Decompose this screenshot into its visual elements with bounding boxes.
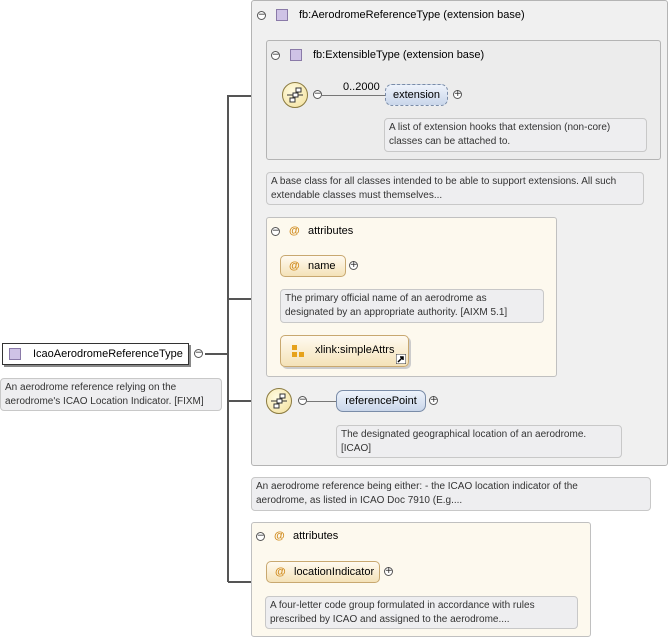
name-attribute-label: name	[308, 260, 336, 272]
connector-to-reference-seq	[228, 400, 266, 402]
name-doc-line-1: The primary official name of an aerodrom…	[285, 293, 487, 304]
complex-type-icon	[9, 348, 21, 360]
root-type-box[interactable]: IcaoAerodromeReferenceType	[2, 343, 189, 365]
connector-to-attributes-outer	[228, 581, 266, 583]
reference-point-label: referencePoint	[345, 395, 417, 407]
extension-element-label: extension	[392, 89, 441, 101]
attribute-icon: @	[289, 225, 300, 237]
connector-root-to-spine	[205, 353, 228, 355]
outer-doc-line-2: aerodrome, as listed in ICAO Doc 7910 (E…	[256, 495, 463, 506]
name-attribute-expand-icon[interactable]: +	[349, 260, 358, 270]
location-doc-line-2: prescribed by ICAO and assigned to the a…	[270, 614, 510, 625]
simple-attrs-label: xlink:simpleAttrs	[315, 344, 395, 356]
attribute-group-icon	[292, 345, 304, 357]
name-attribute[interactable]: @ name	[280, 255, 346, 277]
complex-type-icon	[276, 9, 288, 21]
reference-seq-collapse-icon[interactable]: −	[298, 395, 307, 405]
attribute-icon: @	[275, 566, 286, 578]
location-doc-line-1: A four-letter code group formulated in a…	[270, 600, 535, 611]
connector-seq-to-extension	[322, 95, 386, 96]
root-collapse-icon[interactable]: −	[194, 348, 203, 358]
attribute-icon: @	[274, 530, 285, 542]
location-indicator-expand-icon[interactable]: +	[384, 566, 393, 576]
root-doc-line-2: aerodrome's ICAO Location Indicator. [FI…	[5, 396, 204, 407]
outer-type-label: fb:AerodromeReferenceType (extension bas…	[299, 9, 525, 21]
extensible-type-label: fb:ExtensibleType (extension base)	[313, 49, 485, 61]
outer-type-doc: An aerodrome reference being either: - t…	[251, 477, 651, 511]
extension-seq-collapse-icon[interactable]: −	[313, 89, 322, 99]
extension-cardinality: 0..2000	[343, 81, 380, 93]
location-indicator-label: locationIndicator	[294, 566, 375, 578]
reference-point-element[interactable]: referencePoint	[336, 390, 426, 412]
root-doc-line-1: An aerodrome reference relying on the	[5, 382, 177, 393]
extensible-type-doc-line-2: extendable classes must themselves...	[271, 190, 443, 201]
sequence-glyph-icon	[287, 87, 303, 103]
name-attribute-doc: The primary official name of an aerodrom…	[280, 289, 544, 323]
location-indicator-attribute[interactable]: @ locationIndicator	[266, 561, 380, 583]
extensible-type-collapse-icon[interactable]: −	[271, 50, 280, 60]
extension-doc-line-2: classes can be attached to.	[389, 136, 511, 147]
attributes-outer-label: attributes	[293, 530, 339, 542]
extension-expand-icon[interactable]: +	[453, 89, 462, 99]
outer-doc-line-1: An aerodrome reference being either: - t…	[256, 481, 578, 492]
simple-attrs-group[interactable]: xlink:simpleAttrs	[280, 335, 409, 367]
root-type-name: IcaoAerodromeReferenceType	[33, 348, 183, 360]
attributes-inner-label: attributes	[308, 225, 354, 237]
reference-doc-line-2: [ICAO]	[341, 443, 372, 454]
aerodrome-reference-type-panel: − fb:AerodromeReferenceType (extension b…	[251, 0, 668, 466]
extension-doc: A list of extension hooks that extension…	[384, 118, 647, 152]
outer-type-collapse-icon[interactable]: −	[257, 10, 266, 20]
reference-doc-line-1: The designated geographical location of …	[341, 429, 587, 440]
location-indicator-doc: A four-letter code group formulated in a…	[265, 596, 578, 629]
connector-seq-to-reference	[307, 401, 337, 402]
reference-point-expand-icon[interactable]: +	[429, 395, 438, 405]
reference-point-doc: The designated geographical location of …	[336, 425, 622, 458]
attribute-icon: @	[289, 260, 300, 272]
reference-arrow-icon	[396, 354, 406, 364]
extensible-type-doc-line-1: A base class for all classes intended to…	[271, 176, 617, 187]
name-doc-line-2: designated by an appropriate authority. …	[285, 307, 508, 318]
attributes-outer-collapse-icon[interactable]: −	[256, 531, 265, 541]
extension-doc-line-1: A list of extension hooks that extension…	[389, 122, 611, 133]
connector-spine	[227, 95, 229, 582]
extension-element[interactable]: extension	[385, 84, 448, 106]
sequence-compositor-icon[interactable]	[266, 388, 292, 414]
root-doc: An aerodrome reference relying on the ae…	[0, 378, 222, 411]
sequence-compositor-icon[interactable]	[282, 82, 308, 108]
complex-type-icon	[290, 49, 302, 61]
sequence-glyph-icon	[271, 393, 287, 409]
attributes-inner-collapse-icon[interactable]: −	[271, 226, 280, 236]
extensible-type-doc: A base class for all classes intended to…	[266, 172, 644, 205]
connector-to-attributes-inner	[228, 298, 266, 300]
